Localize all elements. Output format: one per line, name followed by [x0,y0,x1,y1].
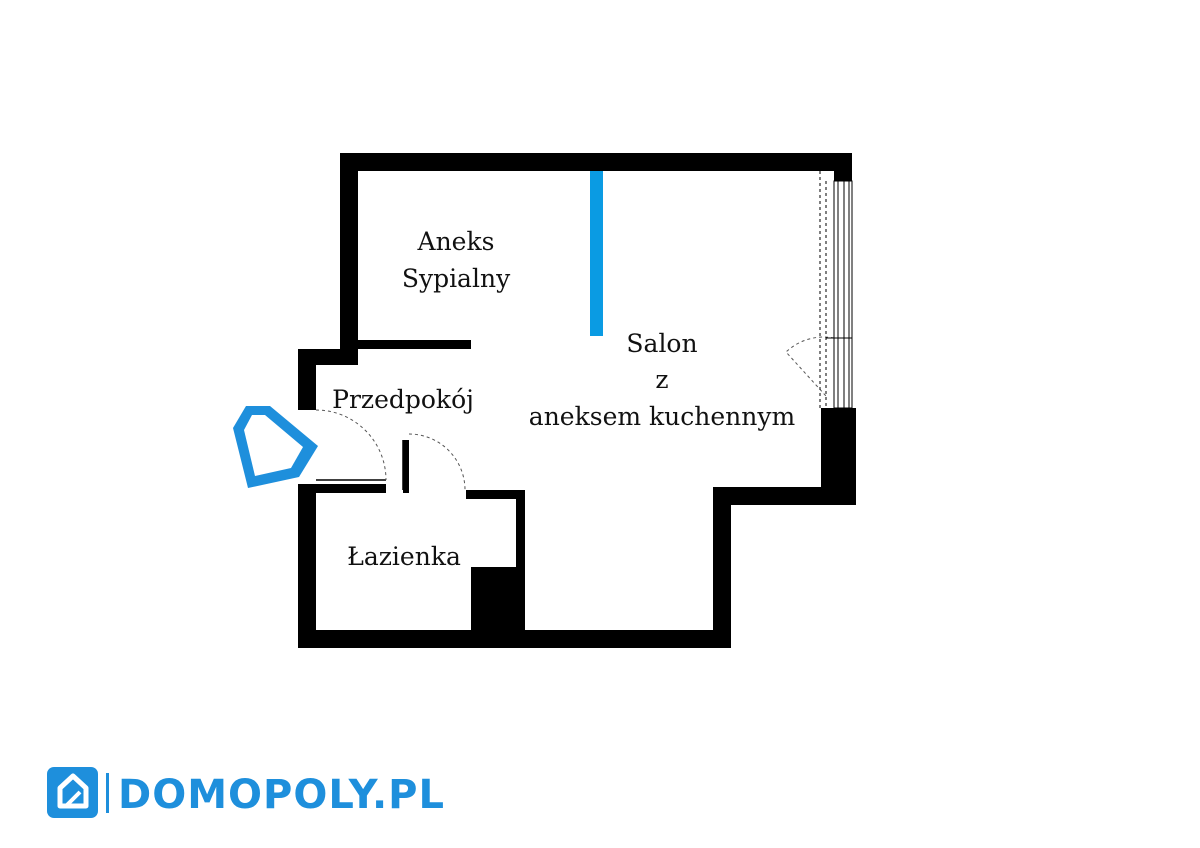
brand-name: DOMOPOLY.PL [118,772,445,818]
wall-bath-top-right [466,490,525,499]
house-logo-icon [47,767,98,818]
bathroom-label: Łazienka [347,542,461,571]
door-leaves [316,440,404,490]
brand-logo: DOMOPOLY.PL [47,767,445,818]
walls [298,153,856,648]
wall-left-hall [298,349,316,410]
wall-step-right [713,487,856,505]
wall-sleeping-partition [358,340,471,349]
bathroom-door-swing [408,433,466,491]
sleeping-annex-label-2: Sypialny [402,264,511,293]
wall-top [340,153,852,171]
wall-bath-top-left [316,484,386,493]
blue-partition [590,171,603,336]
living-room-label-3: aneksem kuchennym [529,402,796,431]
wall-shaft [471,567,525,648]
wall-right-lower [713,487,731,648]
living-room-label-2: z [655,365,668,394]
window [819,171,853,409]
wall-left-upper [340,153,358,349]
door-frame-bath [403,440,409,493]
hallway-label: Przedpokój [332,385,474,414]
balcony-door-swing [785,336,835,397]
wall-right-corner [821,408,856,505]
sleeping-annex-label: Aneks [417,227,495,256]
entrance-door-swing [315,409,387,481]
wall-top-right-corner [834,153,852,181]
door-swings [315,336,835,491]
logo-divider [106,773,109,813]
wall-left-lower [298,484,316,648]
entrance-arrow-icon [233,406,318,488]
living-room-label: Salon [626,329,697,358]
